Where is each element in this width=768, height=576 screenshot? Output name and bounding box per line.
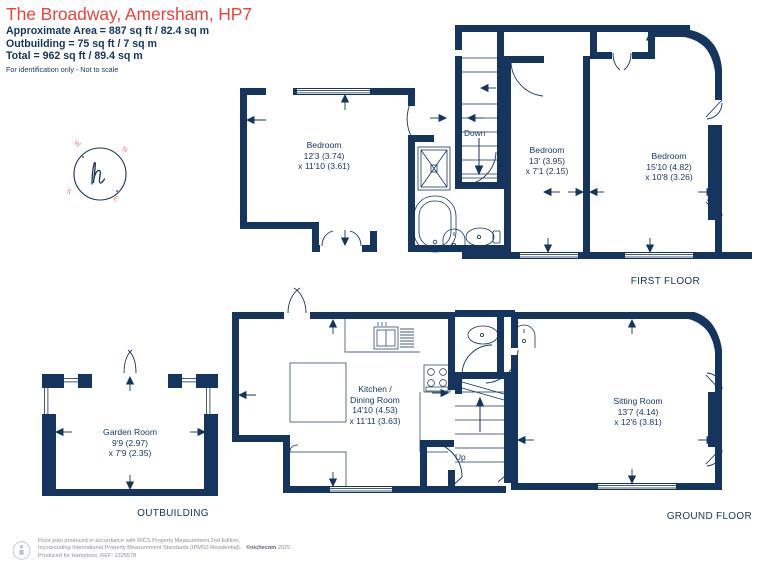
brand-name: ©nichecom bbox=[246, 545, 277, 552]
room-label-bedroom-3: Bedroom 15'10 (4.82) x 10'8 (3.26) bbox=[645, 151, 693, 183]
footer-line-3: Produced for Hamptons. REF: 1325578 bbox=[38, 552, 137, 559]
room-label-bedroom-1: Bedroom 12'3 (3.74) x 11'10 (3.61) bbox=[298, 140, 350, 172]
bathroom-fixtures bbox=[413, 146, 501, 253]
room-dim-1: 12'3 (3.74) bbox=[303, 150, 345, 161]
room-dim-2: x 11'10 (3.61) bbox=[298, 161, 350, 172]
room-dim-1: 15'10 (4.82) bbox=[646, 161, 692, 172]
disclaimer-text: For identification only - Not to scale bbox=[6, 64, 119, 74]
room-label-kitchen-dining: Kitchen / Dining Room 14'10 (4.53) x 11'… bbox=[349, 384, 400, 426]
stair-label-up: Up bbox=[455, 452, 466, 462]
room-name: Sitting Room bbox=[613, 396, 663, 406]
room-dim-2: x 10'8 (3.26) bbox=[645, 172, 693, 183]
page-title: The Broadway, Amersham, HP7 bbox=[6, 4, 252, 24]
room-dim-1: 13' (3.95) bbox=[528, 155, 566, 166]
room-dim-1: 9'9 (2.97) bbox=[111, 437, 149, 448]
room-label-bedroom-2: Bedroom 13' (3.95) x 7'1 (2.15) bbox=[526, 145, 569, 177]
ground-floor-dimension-arrows bbox=[237, 318, 716, 488]
room-dim-2: x 12'6 (3.81) bbox=[614, 417, 662, 428]
footer-line-2: Incorporating International Property Mea… bbox=[38, 545, 292, 552]
stair-label-down: Down bbox=[464, 128, 486, 138]
first-floor-stair-arrow bbox=[474, 138, 484, 176]
first-floor-dimension-arrows bbox=[245, 31, 716, 254]
outbuilding-area-line: Outbuilding = 75 sq ft / 7 sq m bbox=[6, 37, 157, 50]
floor-label-outbuilding: OUTBUILDING bbox=[137, 508, 209, 519]
first-floor-doors bbox=[321, 52, 723, 247]
room-name: Garden Room bbox=[103, 427, 157, 437]
outbuilding-doors bbox=[123, 349, 137, 374]
room-dim-2: x 7'1 (2.15) bbox=[525, 166, 569, 177]
approximate-area-line: Approximate Area = 887 sq ft / 82.4 sq m bbox=[6, 25, 210, 37]
footer-block: Floor plan produced in accordance with R… bbox=[12, 538, 292, 560]
floor-label-ground-floor: GROUND FLOOR bbox=[666, 511, 752, 522]
room-name: Bedroom bbox=[651, 151, 687, 161]
footer-line-2-text: Incorporating International Property Mea… bbox=[38, 545, 242, 552]
room-dim-2: x 7'9 (2.35) bbox=[108, 448, 152, 459]
footer-text: Floor plan produced in accordance with R… bbox=[38, 538, 292, 560]
compass-rose: N E S W bbox=[58, 132, 142, 216]
compass-graphic bbox=[73, 147, 127, 201]
outbuilding-walls bbox=[42, 374, 218, 496]
room-dim-1: 13'7 (4.14) bbox=[617, 406, 659, 417]
room-dim-2: x 11'11 (3.63) bbox=[349, 415, 401, 426]
room-name-2: Dining Room bbox=[350, 394, 400, 405]
room-name: Kitchen / bbox=[358, 384, 392, 394]
room-dim-1: 14'10 (4.53) bbox=[352, 405, 398, 416]
wc-fittings bbox=[467, 324, 536, 348]
header-block: The Broadway, Amersham, HP7 Approximate … bbox=[6, 4, 252, 74]
floor-label-first-floor: FIRST FLOOR bbox=[630, 276, 700, 287]
ground-floor-doors bbox=[287, 287, 723, 489]
room-label-sitting-room: Sitting Room 13'7 (4.14) x 12'6 (3.81) bbox=[613, 396, 662, 428]
first-floor-walls bbox=[240, 25, 752, 259]
ground-floor-stair-arrow bbox=[475, 396, 485, 432]
outbuilding-dimension-arrows bbox=[54, 375, 207, 491]
footer-line-1: Floor plan produced in accordance with R… bbox=[38, 538, 241, 544]
footer-year: 2025. bbox=[277, 545, 292, 552]
room-label-garden-room: Garden Room 9'9 (2.97) x 7'9 (2.35) bbox=[103, 427, 157, 459]
person-badge-icon bbox=[12, 541, 31, 560]
kitchen-fittings bbox=[289, 319, 451, 486]
room-name: Bedroom bbox=[306, 140, 342, 150]
room-name: Bedroom bbox=[529, 145, 565, 155]
total-area-line: Total = 962 sq ft / 89.4 sq m bbox=[6, 50, 143, 63]
